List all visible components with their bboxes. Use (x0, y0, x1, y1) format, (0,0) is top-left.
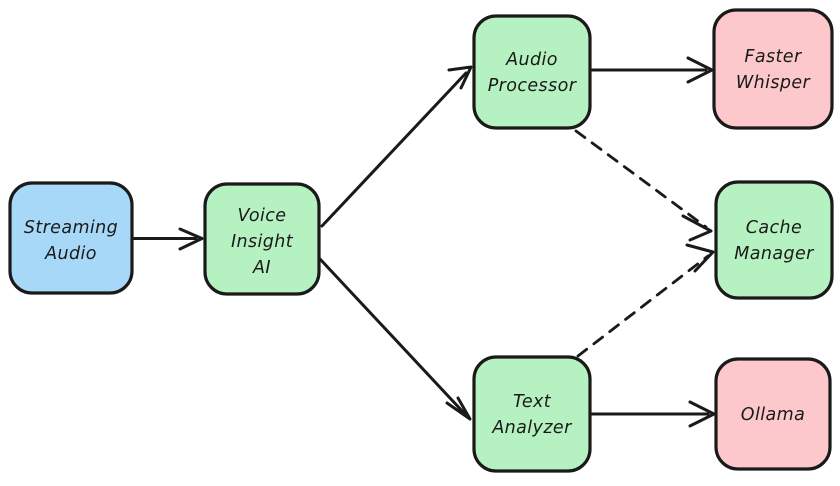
node-cache-manager-shape (714, 180, 834, 300)
node-audio-processor[interactable]: Audio Processor (472, 14, 592, 130)
node-cache-manager[interactable]: Cache Manager (714, 180, 834, 300)
node-voice-insight-ai[interactable]: Voice Insight AI (203, 182, 321, 296)
edge-text-analyzer-to-cache-manager (576, 243, 715, 358)
node-cache-manager-label-line2: Manager (734, 244, 815, 264)
node-audio-processor-shape (472, 14, 592, 130)
node-voice-insight-ai-label-line2: Insight (231, 232, 294, 252)
edge-audio-processor-to-faster-whisper (590, 56, 714, 84)
node-text-analyzer-shape (472, 355, 592, 473)
node-text-analyzer-label-line1: Text (513, 392, 552, 412)
node-streaming-audio[interactable]: Streaming Audio (8, 181, 134, 295)
node-streaming-audio-label-line1: Streaming (24, 218, 118, 238)
node-cache-manager-label-line1: Cache (746, 218, 802, 238)
node-text-analyzer-label-line2: Analyzer (491, 418, 573, 438)
node-audio-processor-label-line1: Audio (505, 50, 558, 70)
edge-audio-processor-to-cache-manager (574, 129, 713, 242)
node-faster-whisper-label-line1: Faster (744, 47, 803, 67)
edge-layer (132, 56, 716, 428)
node-audio-processor-label-line2: Processor (488, 76, 578, 96)
node-ollama[interactable]: Ollama (714, 357, 832, 471)
node-faster-whisper-label-line2: Whisper (736, 73, 812, 93)
edge-streaming-audio-to-voice-insight-ai (132, 227, 204, 251)
node-voice-insight-ai-label-line1: Voice (238, 206, 287, 226)
node-ollama-label-line1: Ollama (741, 405, 805, 425)
edge-text-analyzer-to-ollama (590, 400, 716, 428)
node-ollama-shape (714, 357, 832, 471)
node-faster-whisper-shape (712, 8, 834, 130)
edge-voice-insight-ai-to-audio-processor (320, 65, 473, 228)
node-streaming-audio-label-line2: Audio (44, 244, 97, 264)
node-text-analyzer[interactable]: Text Analyzer (472, 355, 592, 473)
node-streaming-audio-shape (8, 181, 134, 295)
node-voice-insight-ai-label-line3: AI (252, 258, 271, 278)
node-voice-insight-ai-shape (203, 182, 321, 296)
edge-voice-insight-ai-to-text-analyzer (318, 257, 472, 421)
node-faster-whisper[interactable]: Faster Whisper (712, 8, 834, 130)
